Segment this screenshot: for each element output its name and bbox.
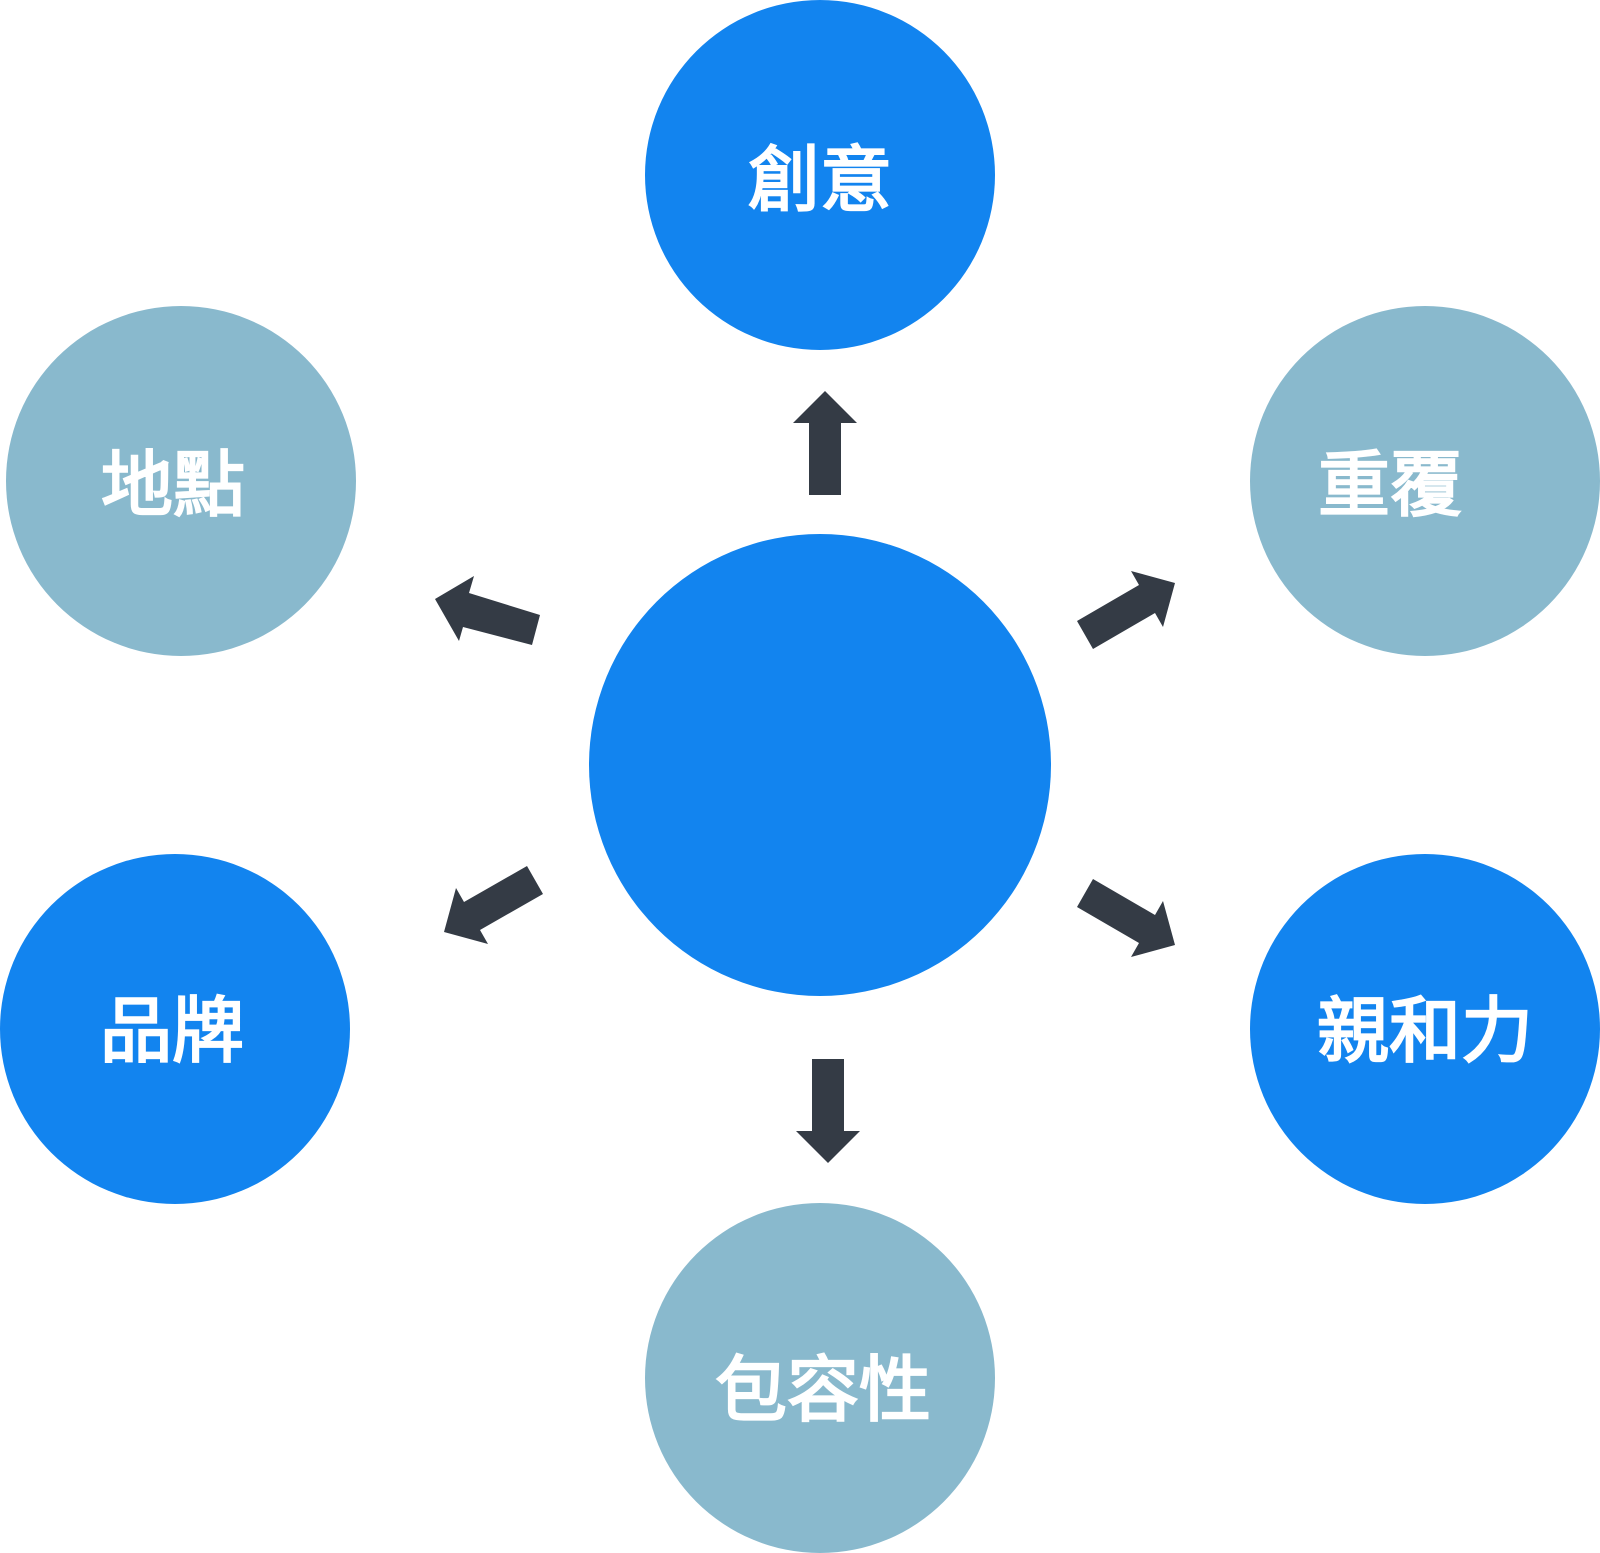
arrow-lower-right: [1077, 879, 1175, 957]
node-creativity-circle: [645, 0, 995, 350]
arrow-lower-left: [444, 866, 543, 944]
arrow-down: [796, 1059, 860, 1163]
node-affinity: 親和力: [1250, 854, 1600, 1204]
node-brand-label: 品牌: [100, 989, 244, 1073]
node-brand: 品牌: [0, 854, 350, 1204]
node-repetition-circle: [1250, 306, 1600, 656]
node-location-label: 地點: [101, 443, 245, 527]
node-brand-circle: [0, 854, 350, 1204]
node-creativity: 創意: [645, 0, 995, 350]
node-repetition-label: 重覆: [1318, 443, 1462, 527]
arrow-up: [793, 391, 857, 495]
arrow-upper-right: [1077, 571, 1175, 649]
center-circle: [589, 534, 1051, 996]
node-inclusiveness-label: 包容性: [715, 1348, 931, 1432]
node-location: 地點: [6, 306, 356, 656]
arrow-upper-left: [435, 576, 540, 645]
node-inclusiveness-circle: [645, 1203, 995, 1553]
node-inclusiveness: 包容性: [645, 1203, 995, 1553]
node-affinity-label: 親和力: [1317, 989, 1533, 1073]
node-affinity-circle: [1250, 854, 1600, 1204]
node-repetition: 重覆: [1250, 306, 1600, 656]
node-location-circle: [6, 306, 356, 656]
node-creativity-label: 創意: [748, 138, 892, 222]
